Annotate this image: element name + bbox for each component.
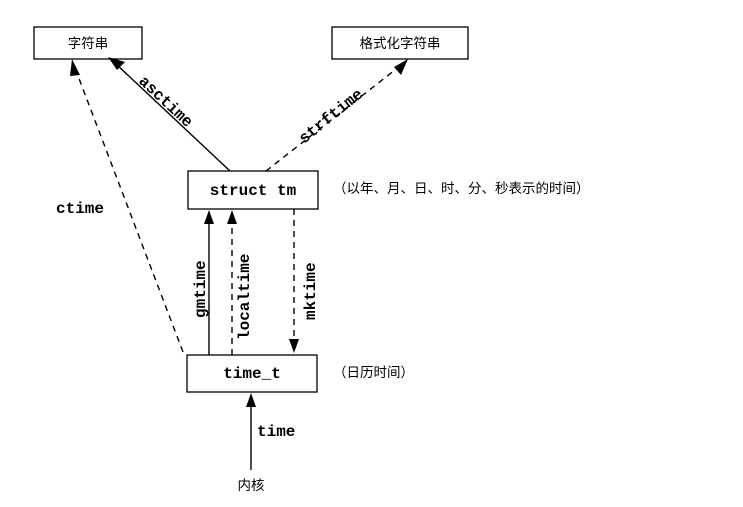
strftime-arrow: [265, 59, 408, 172]
mktime-arrow: [289, 209, 299, 353]
asctime-arrow: [108, 57, 231, 172]
struct-tm-box-label: struct tm: [210, 182, 297, 200]
mktime-label: mktime: [302, 262, 320, 320]
time-t-box-label: time_t: [223, 365, 281, 383]
time-arrowhead: [246, 393, 256, 407]
strftime-arrowhead: [394, 59, 408, 75]
struct-tm-box: struct tm: [187, 170, 319, 210]
asctime-arrowhead: [108, 57, 125, 70]
ctime-arrowhead: [70, 59, 80, 76]
strftime-label: strftime: [296, 86, 367, 148]
string-box-label: 字符串: [68, 36, 109, 52]
time-t-box: time_t: [186, 354, 318, 393]
string-box: 字符串: [33, 26, 143, 60]
time-t-note: （日历时间）: [333, 365, 414, 381]
gmtime-arrow: [204, 210, 214, 355]
ctime-arrow: [70, 59, 184, 353]
gmtime-arrowhead: [204, 210, 214, 224]
formatted-string-box: 格式化字符串: [331, 26, 469, 60]
struct-tm-note: （以年、月、日、时、分、秒表示的时间）: [333, 181, 590, 197]
kernel-label: 内核: [238, 478, 265, 494]
ctime-label: ctime: [56, 200, 104, 218]
mktime-arrowhead: [289, 339, 299, 353]
localtime-label: localtime: [236, 254, 254, 340]
formatted-string-box-label: 格式化字符串: [360, 36, 441, 52]
time-arrow: [246, 393, 256, 470]
gmtime-label: gmtime: [192, 260, 210, 318]
localtime-arrowhead: [227, 210, 237, 224]
time-label: time: [257, 423, 295, 441]
localtime-arrow: [227, 210, 237, 355]
asctime-label: asctime: [135, 72, 196, 131]
